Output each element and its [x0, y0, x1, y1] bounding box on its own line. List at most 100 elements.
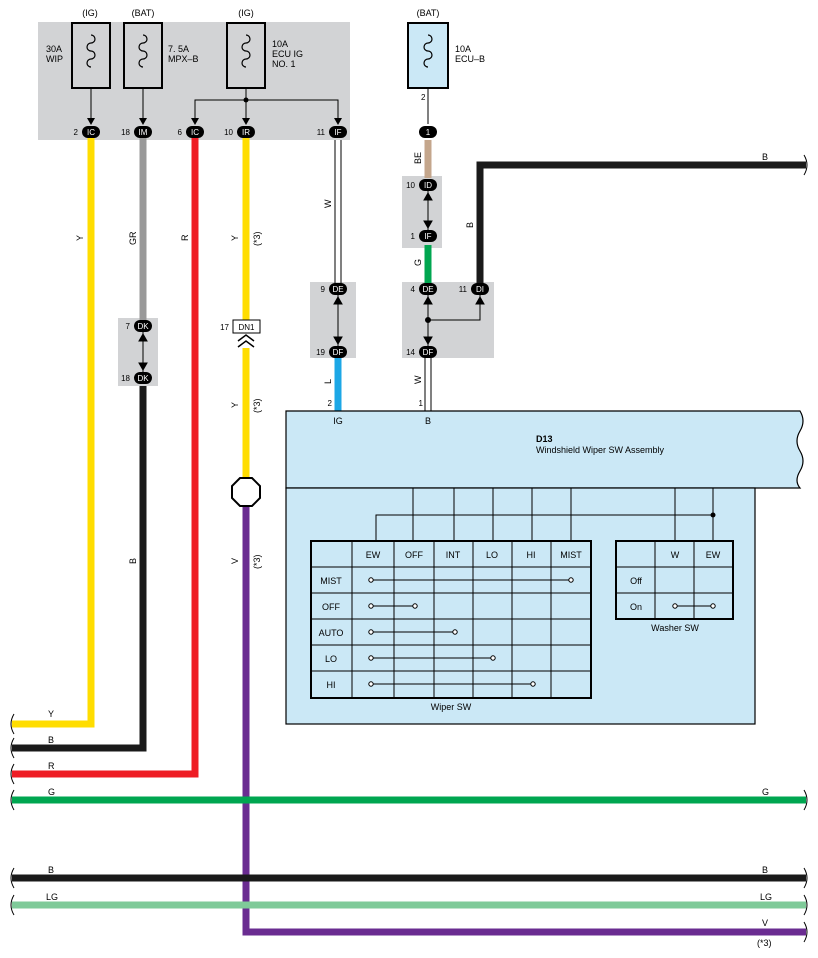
wire-label-w2: W: [413, 375, 423, 384]
pin-num-dk-18: 18: [121, 374, 130, 383]
wire-label-w: W: [323, 199, 333, 208]
pin-b-num: 1: [419, 399, 424, 408]
washer-col-w: W: [671, 550, 680, 560]
arrows-de-df-left: [333, 295, 343, 346]
svg-text:ID: ID: [424, 181, 432, 190]
bus-label-v-right: V: [762, 918, 768, 928]
wiper-col-off: OFF: [405, 550, 423, 560]
wire-purple-v: [242, 504, 806, 936]
pin-b-label: B: [425, 416, 431, 426]
arrows-de-df-right: [423, 295, 485, 346]
washer-col-ew: EW: [706, 550, 721, 560]
connector-ic-2: IC: [82, 126, 100, 138]
fuse-ecuig-name: ECU IG: [272, 49, 303, 59]
wire-label-b: B: [465, 222, 475, 228]
wiper-row-lo: LO: [325, 654, 337, 664]
wiper-row-auto: AUTO: [319, 628, 344, 638]
bus-break-marks: [10, 154, 808, 943]
component-name: Windshield Wiper SW Assembly: [536, 445, 665, 455]
wire-yellow-y: [12, 138, 95, 728]
bus-label-g-right: G: [762, 787, 769, 797]
svg-text:IC: IC: [87, 128, 95, 137]
wire-label-y3: Y: [230, 402, 240, 408]
splice-point: [231, 477, 261, 507]
pin-num-de-9: 9: [321, 285, 326, 294]
arrows-id-if: [423, 191, 433, 230]
connector-ir-10: IR: [237, 126, 255, 138]
svg-text:DE: DE: [332, 285, 343, 294]
svg-text:IF: IF: [334, 128, 341, 137]
wires: [12, 138, 806, 936]
bus-label-b-left: B: [48, 865, 54, 875]
connector-id-10: ID: [419, 179, 437, 191]
svg-text:DI: DI: [476, 285, 484, 294]
fuse-ecub-source: (BAT): [417, 8, 440, 18]
wire-label-y2: Y: [230, 235, 240, 241]
fuse-mpx-name: MPX–B: [168, 54, 199, 64]
fuse-wip-name: WIP: [46, 54, 63, 64]
fuse-ecuig-rating: 10A: [272, 39, 288, 49]
fuse-ecub-rating: 10A: [455, 44, 471, 54]
pin-num-ic-2: 2: [74, 128, 79, 137]
wire-label-g: G: [413, 259, 423, 266]
svg-text:DF: DF: [423, 348, 434, 357]
pin-num-ir-10: 10: [224, 128, 233, 137]
wiper-row-off: OFF: [322, 602, 340, 612]
pin-num-de-4: 4: [411, 285, 416, 294]
wire-black-b-top: [476, 161, 806, 284]
wire-label-gr: GR: [128, 231, 138, 245]
pin-num-if-11: 11: [317, 128, 326, 137]
internal-junction-dot: [710, 512, 716, 518]
bus-label-star-right: (*3): [757, 938, 772, 948]
pin-num-if-1: 1: [411, 232, 416, 241]
connector-dk-7: DK: [134, 320, 152, 332]
wire-label-star3: (*3): [252, 554, 262, 569]
connector-df-14: DF: [419, 346, 437, 358]
pin-num-df-19: 19: [316, 348, 325, 357]
svg-text:IM: IM: [139, 128, 148, 137]
fuse-ecuig-name2: NO. 1: [272, 59, 296, 69]
connector-de-4: DE: [419, 283, 437, 295]
fuse-mpx-source: (BAT): [132, 8, 155, 18]
pin-num-dn1: 17: [220, 323, 229, 332]
wire-label-b-top: B: [762, 152, 768, 162]
washer-sw-title: Washer SW: [651, 623, 699, 633]
wiper-col-lo: LO: [486, 550, 498, 560]
fuse-wip-source: (IG): [82, 8, 98, 18]
arrow-heads-top: [87, 118, 342, 125]
bus-label-g-left: G: [48, 787, 55, 797]
wire-label-y: Y: [75, 235, 85, 241]
wire-label-star2: (*3): [252, 398, 262, 413]
wire-label-v: V: [230, 558, 240, 564]
wire-red-r: [12, 138, 199, 778]
wire-label-be: BE: [413, 152, 423, 164]
svg-text:IF: IF: [424, 232, 431, 241]
svg-text:1: 1: [426, 128, 431, 137]
bus-label-b-right: B: [762, 865, 768, 875]
pin-ig-num: 2: [328, 399, 333, 408]
wire-label-r: R: [180, 234, 190, 241]
wire-label-star1: (*3): [252, 231, 262, 246]
connector-dk-18: DK: [134, 372, 152, 384]
pin-num-id-10: 10: [406, 181, 415, 190]
fuse-ecub: [407, 22, 449, 89]
wiper-col-ew: EW: [366, 550, 381, 560]
pin-num-df-14: 14: [406, 348, 415, 357]
wiper-col-mist: MIST: [560, 550, 582, 560]
fuse-out-pin: 2: [421, 93, 426, 102]
pin-num-di-11: 11: [459, 285, 468, 294]
fuse-ecub-name: ECU–B: [455, 54, 485, 64]
fuse-mpx-rating: 7. 5A: [168, 44, 189, 54]
bus-label-lg-right: LG: [760, 892, 772, 902]
wiper-col-int: INT: [446, 550, 461, 560]
pin-num-im-18: 18: [121, 128, 130, 137]
bus-label-lg-left: LG: [46, 892, 58, 902]
connector-im-18: IM: [134, 126, 152, 138]
svg-text:DK: DK: [137, 374, 149, 383]
wire-black-b-left: [12, 386, 147, 752]
svg-text:DN1: DN1: [238, 323, 255, 332]
junction-panel-de-df-left: [310, 282, 356, 358]
fuse-ecuig-source: (IG): [238, 8, 254, 18]
